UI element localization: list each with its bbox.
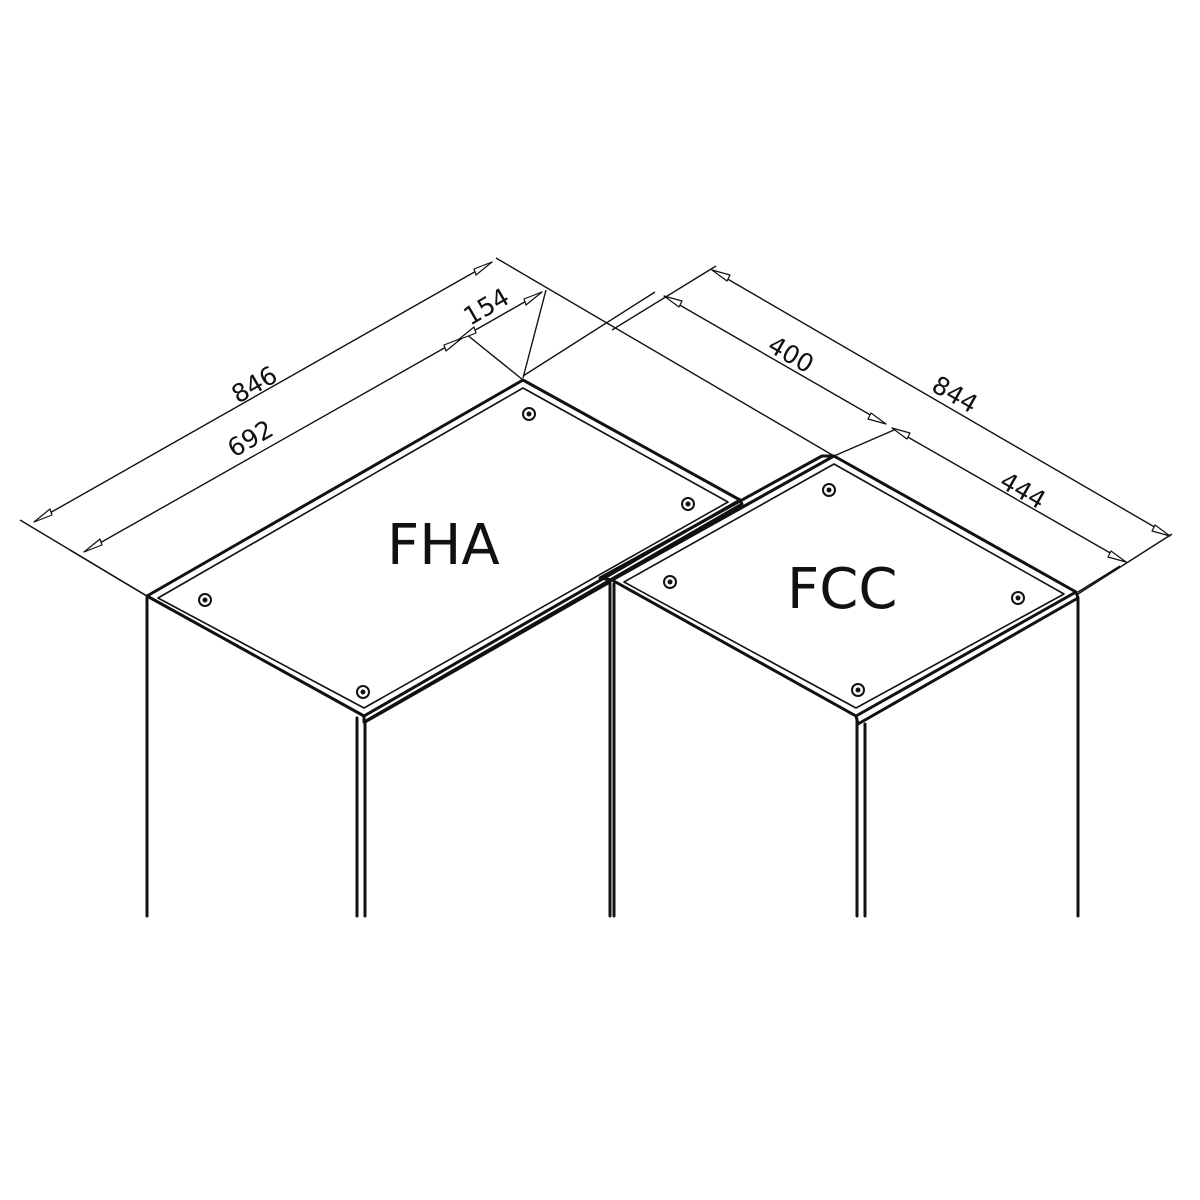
label-fha: FHA [387, 513, 500, 578]
screw-icon [356, 685, 370, 699]
label-fcc: FCC [787, 557, 897, 622]
dim-400-label: 400 [763, 330, 819, 379]
ext-line [611, 265, 717, 331]
fha-top-bevel [157, 387, 729, 709]
ext-line [522, 291, 656, 377]
ext-line [1077, 533, 1173, 595]
ext-line [465, 333, 524, 381]
ext-line [833, 429, 895, 457]
ext-line [69, 549, 151, 599]
screw-icon [1011, 591, 1025, 605]
arrow-icon [457, 326, 477, 341]
arrow-icon [1151, 524, 1171, 537]
dim-846-label: 846 [227, 360, 283, 409]
dim-444-label: 444 [995, 466, 1051, 515]
dim-846-line [33, 261, 493, 523]
arrow-icon [891, 427, 911, 440]
dim-844-line [711, 269, 1171, 537]
arrowheads [33, 261, 1171, 563]
arrow-icon [473, 261, 493, 276]
ext-line [1077, 565, 1121, 593]
screw-icon [663, 575, 677, 589]
screw-icon [522, 407, 536, 421]
arrow-icon [523, 291, 543, 306]
screw-icon [822, 483, 836, 497]
screws [198, 407, 1025, 699]
screw-icon [851, 683, 865, 697]
arrow-icon [1107, 550, 1127, 563]
fha-right-top-edge [363, 580, 612, 724]
cabinet-fha [145, 378, 744, 918]
screw-icon [681, 497, 695, 511]
dim-400-line [663, 295, 887, 425]
fcc-top-bevel [623, 463, 1065, 709]
dim-692-label: 692 [223, 414, 279, 463]
screw-icon [198, 593, 212, 607]
arrow-icon [711, 269, 731, 282]
arrow-icon [867, 412, 887, 425]
dim-692-line [83, 337, 463, 553]
arrow-icon [663, 295, 683, 308]
ext-line [495, 257, 835, 457]
arrow-icon [443, 337, 463, 352]
dim-444-line [891, 427, 1127, 563]
ext-line [522, 289, 547, 379]
arrow-icon [33, 508, 53, 523]
arrow-icon [83, 538, 103, 553]
